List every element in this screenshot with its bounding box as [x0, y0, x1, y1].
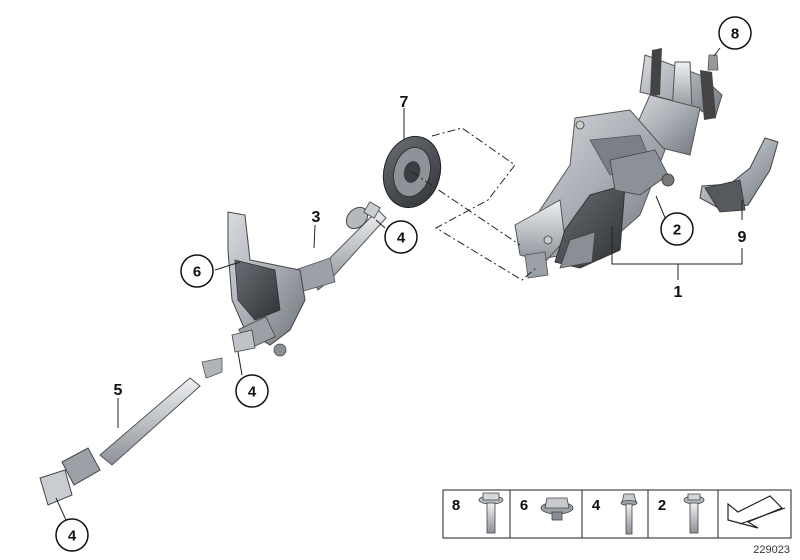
callout-4-middle: 4 [235, 374, 269, 408]
callout-5-label: 5 [114, 382, 123, 399]
callout-5: 5 [114, 382, 123, 399]
callout-9-label: 9 [738, 229, 747, 246]
fitment-lines [411, 127, 537, 281]
callout-2-label: 2 [673, 222, 681, 239]
callout-3-label: 3 [312, 209, 321, 226]
release-lever-bracket [699, 137, 779, 213]
hex-flange-nut-icon [540, 497, 574, 521]
callout-7: 7 [400, 94, 409, 111]
legend-item-2-number: 2 [658, 497, 666, 514]
callout-8-label: 8 [731, 26, 739, 43]
callout-6: 6 [180, 254, 214, 288]
callout-9: 9 [738, 229, 747, 246]
callout-8: 8 [718, 16, 752, 50]
callout-6-label: 6 [193, 264, 201, 281]
legend-item-8-number: 8 [452, 497, 460, 514]
flange-bolt-icon [478, 492, 504, 534]
callouts: 8 7 3 4 6 2 9 1 5 4 [55, 16, 752, 552]
intermediate-shaft [294, 201, 387, 293]
callout-4-middle-label: 4 [248, 384, 257, 401]
torx-bolt-icon [683, 493, 705, 534]
legend-item-6-number: 6 [520, 497, 528, 514]
lower-shaft [39, 357, 223, 506]
callout-4-upper-label: 4 [397, 230, 406, 247]
callout-2: 2 [660, 212, 694, 246]
callout-1-label: 1 [674, 284, 683, 301]
callout-1: 1 [674, 284, 683, 301]
callout-4-lower-label: 4 [68, 528, 77, 545]
reference-number: 229023 [753, 544, 790, 556]
steering-column-assembly [514, 48, 723, 279]
leader-lines [55, 47, 743, 521]
bearing-bracket [227, 211, 306, 357]
fastener-legend: 8 6 4 2 [442, 489, 792, 539]
callout-4-lower: 4 [55, 518, 89, 552]
callout-3: 3 [312, 209, 321, 226]
direction-arrow-icon [727, 495, 786, 529]
callout-7-label: 7 [400, 94, 409, 111]
legend-item-4-number: 4 [592, 497, 601, 514]
callout-4-upper: 4 [384, 220, 418, 254]
hex-bolt-icon [620, 493, 638, 535]
